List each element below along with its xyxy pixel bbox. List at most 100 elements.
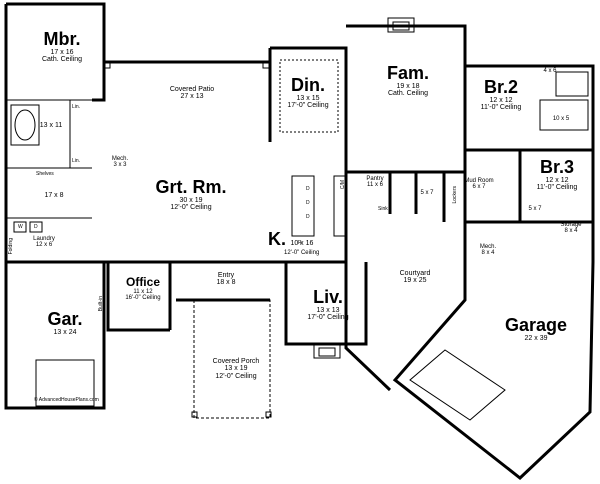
room-mud: Mud Room 6 x 7 [464,178,494,191]
room-ceiling: 12'-0" Ceiling [170,204,212,212]
label-lin1: Lin. [72,104,81,110]
room-dims: 11 x 6 [367,182,383,189]
room-dims: 6 x 7 [472,184,486,191]
room-name: Laundry [33,236,55,242]
label-dryer: D [34,224,38,230]
room-ceiling: 12'-0" Ceiling [215,372,257,380]
room-dims: 3 x 3 [113,162,127,169]
room-bath2: 10 x 5 [546,116,576,122]
room-pantry: Pantry 11 x 6 [360,176,390,189]
label-folding: Folding [8,238,14,255]
room-fam: Fam. 19 x 18 Cath. Ceiling [368,64,448,98]
room-kitchen: K. 10 x 16 12'-0" Ceiling [268,230,338,256]
room-br2: Br.2 12 x 12 11'-0" Ceiling [470,78,532,112]
room-dims: 19 x 18 [396,82,420,90]
room-ceiling: 17'-0" Ceiling [307,314,349,322]
room-name: Gar. [47,309,83,329]
room-dims: 12 x 12 [489,96,513,104]
room-name: Br.2 [483,77,519,97]
label-sink: Sink [378,206,388,212]
label-d1: D [306,186,310,192]
room-ceiling: 16'-0" Ceiling [125,294,161,301]
room-closet-br2: 4 x 6 [536,68,564,74]
room-dims: 13 x 15 [296,94,320,102]
room-dims: 13 x 24 [53,328,77,336]
label-shelves: Shelves [36,171,54,177]
room-dims: 13 x 11 [39,122,63,129]
room-laundry: Laundry 12 x 6 [24,236,64,249]
room-small-57b: 5 x 7 [522,206,548,212]
room-dims: 19 x 25 [403,277,427,285]
room-dims: 10 x 5 [552,116,570,122]
room-ceiling: 11'-0" Ceiling [480,104,522,112]
room-dims: 22 x 39 [524,334,548,342]
room-name: Grt. Rm. [155,177,227,197]
room-bath-mbr: 13 x 11 [36,122,66,129]
room-dims: 12 x 12 [545,176,569,184]
room-name: Mud Room [464,178,494,184]
room-dims: 27 x 13 [180,93,204,101]
room-storage: Storage 8 x 4 [554,222,588,235]
room-name: K. [268,229,286,249]
room-name: Storage [560,222,582,228]
room-name: Liv. [313,287,343,307]
room-din: Din. 13 x 15 17'-0" Ceiling [276,76,340,110]
room-name: Courtyard [399,270,431,277]
room-name: Entry [217,272,235,279]
room-grt: Grt. Rm. 30 x 19 12'-0" Ceiling [146,178,236,212]
watermark: © AdvancedHousePlans.com [34,397,99,403]
label-ref: R [298,240,302,246]
label-d3: D [306,214,310,220]
room-liv: Liv. 13 x 13 17'-0" Ceiling [296,288,360,322]
room-dims: 17 x 16 [50,48,74,56]
label-builtin: Built-in [98,296,104,312]
room-courtyard: Courtyard 19 x 25 [380,270,450,285]
room-br3: Br.3 12 x 12 11'-0" Ceiling [526,158,588,192]
room-office: Office 11 x 12 16'-0" Ceiling [116,276,170,301]
room-dims: 12 x 6 [35,242,53,249]
room-name: Fam. [386,63,429,83]
room-dims: 18 x 8 [216,279,236,287]
room-dims: 11 x 12 [133,288,153,295]
room-dims: 13 x 13 [316,306,340,314]
room-name: Garage [504,315,568,335]
room-dims: 5 x 7 [528,206,542,212]
room-mech1: Mech. 3 x 3 [106,156,134,169]
room-garage: Garage 22 x 39 [488,316,584,342]
label-cm: C/M [340,180,346,190]
room-name: Din. [291,75,325,95]
room-name: Mech. [479,244,497,250]
room-dims: 10 x 16 [290,240,314,247]
room-dims: 13 x 19 [224,365,248,373]
room-mbr: Mbr. 17 x 16 Cath. Ceiling [22,30,102,64]
room-patio: Covered Patio 27 x 13 [152,86,232,101]
room-dims: 17 x 8 [44,192,64,199]
label-lockers: Lockers [452,186,458,204]
label-d2: D [306,200,310,206]
room-gar: Gar. 13 x 24 [30,310,100,336]
label-washer: W [18,224,23,230]
room-entry: Entry 18 x 8 [196,272,256,287]
room-ceiling: 17'-0" Ceiling [287,102,329,110]
room-ceiling: Cath. Ceiling [387,90,429,98]
room-ceiling: Cath. Ceiling [41,56,83,64]
room-name: Office [125,275,160,289]
room-dims: 5 x 7 [420,190,434,196]
label-lin2: Lin. [72,158,81,164]
room-name: Br.3 [539,157,575,177]
room-name: Mbr. [43,29,81,49]
room-name: Mech. [111,156,129,162]
room-small-57a: 5 x 7 [414,190,440,196]
room-name: Covered Porch [212,358,260,365]
room-ceiling: 11'-0" Ceiling [536,184,578,192]
room-dims: 8 x 4 [481,250,495,257]
room-dims: 30 x 19 [179,196,203,204]
room-dims: 8 x 4 [564,228,578,235]
room-porch: Covered Porch 13 x 19 12'-0" Ceiling [208,358,264,380]
room-closet-mbr: 17 x 8 [34,192,74,199]
room-ceiling: 12'-0" Ceiling [284,249,320,256]
room-name: Pantry [366,176,384,182]
room-dims: 4 x 6 [543,68,557,74]
